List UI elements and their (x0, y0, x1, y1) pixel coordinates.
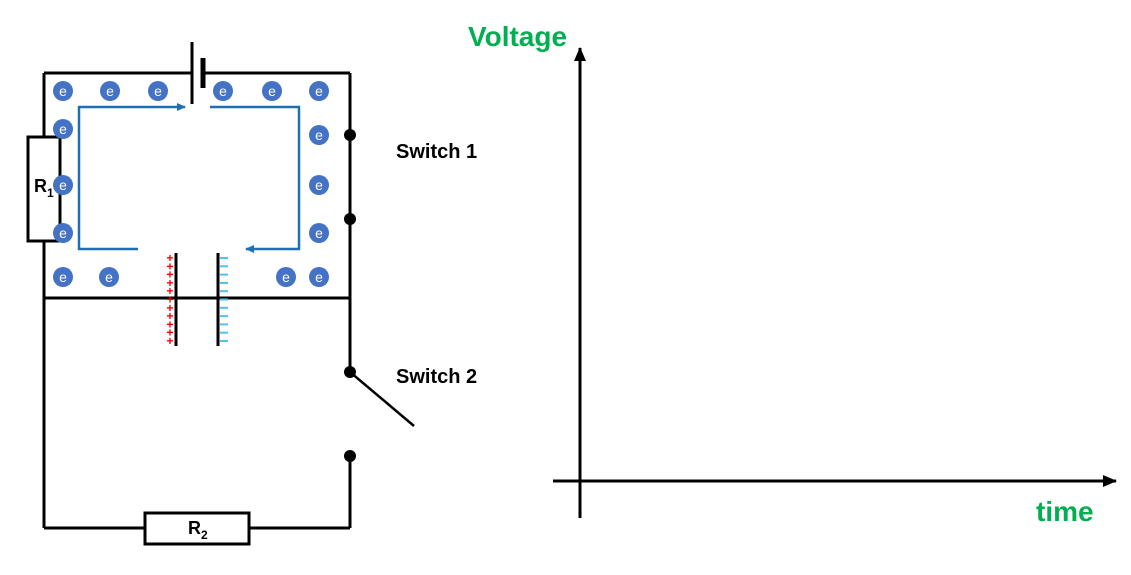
svg-text:e: e (268, 83, 276, 99)
electron: e (309, 267, 329, 287)
svg-text:e: e (59, 121, 67, 137)
electron: e (276, 267, 296, 287)
svg-text:e: e (106, 83, 114, 99)
positive-charge: + (166, 301, 173, 315)
electron: e (53, 175, 73, 195)
svg-text:e: e (59, 269, 67, 285)
switch2-label: Switch 2 (396, 366, 477, 388)
electron: e (53, 81, 73, 101)
positive-charge: + (166, 326, 173, 340)
negative-charges (220, 257, 228, 342)
electron: e (100, 81, 120, 101)
switch1-contact-bottom (344, 213, 356, 225)
positive-charge: + (166, 334, 173, 348)
positive-charges: +++++++++++ (166, 251, 173, 348)
electron: e (213, 81, 233, 101)
svg-text:e: e (219, 83, 227, 99)
positive-charge: + (166, 309, 173, 323)
svg-text:e: e (315, 127, 323, 143)
svg-text:e: e (315, 269, 323, 285)
electron: e (309, 81, 329, 101)
switch1-label: Switch 1 (396, 141, 477, 163)
positive-charge: + (166, 317, 173, 331)
switch2-lever-open (349, 371, 415, 427)
svg-text:e: e (315, 225, 323, 241)
y-axis-label: Voltage (468, 21, 567, 52)
electron: e (148, 81, 168, 101)
positive-charge: + (166, 276, 173, 290)
svg-text:e: e (105, 269, 113, 285)
current-arrow-left (77, 103, 186, 251)
positive-charge: + (166, 284, 173, 298)
switch1-contact-top (344, 129, 356, 141)
svg-text:e: e (59, 225, 67, 241)
positive-charge: + (166, 251, 173, 265)
resistor-r2-label: R2 (188, 518, 208, 542)
battery-symbol (190, 42, 248, 104)
resistor-r2 (143, 511, 251, 546)
positive-charge: + (166, 268, 173, 282)
svg-text:e: e (154, 83, 162, 99)
positive-charge: + (166, 259, 173, 273)
electron: e (99, 267, 119, 287)
positive-charge: + (166, 293, 173, 307)
electron: e (53, 223, 73, 243)
electron: e (262, 81, 282, 101)
electron: e (309, 175, 329, 195)
svg-text:e: e (59, 177, 67, 193)
svg-text:e: e (59, 83, 67, 99)
switch2-contact (344, 450, 356, 462)
electron: e (309, 125, 329, 145)
svg-text:e: e (315, 177, 323, 193)
svg-text:e: e (282, 269, 290, 285)
electron: e (53, 119, 73, 139)
current-arrow-right (210, 105, 301, 253)
resistor-r1-label: R1 (34, 176, 54, 200)
electron: e (53, 267, 73, 287)
electron: e (309, 223, 329, 243)
electrons: e e e e e e e e e e e e e e e e (53, 81, 329, 287)
circuit-wires (42, 71, 352, 530)
x-axis-label: time (1036, 496, 1094, 527)
svg-text:e: e (315, 83, 323, 99)
